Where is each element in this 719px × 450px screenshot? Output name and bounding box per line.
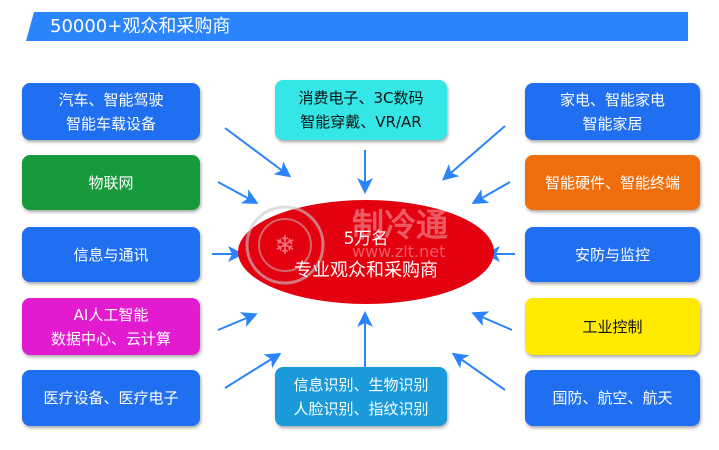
category-label: 安防与监控 — [574, 245, 650, 264]
category-label: 家电、智能家电 智能家居 — [559, 90, 665, 133]
category-label: 医疗设备、医疗电子 — [43, 389, 179, 407]
arrow — [441, 125, 506, 181]
category-label: 国防、航空、航天 — [552, 389, 673, 407]
category-label: 信息识别、生物识别 人脸识别、指纹识别 — [293, 375, 429, 418]
category-label: 汽车、智能驾驶 智能车载设备 — [58, 90, 164, 133]
category-label: 物联网 — [88, 173, 134, 192]
arrow — [217, 312, 258, 331]
header-title: 50000+观众和采购商 — [50, 16, 231, 37]
category-box: 家电、智能家电 智能家居 — [525, 83, 700, 140]
category-box: 信息识别、生物识别 人脸识别、指纹识别 — [275, 367, 447, 426]
category-box: 汽车、智能驾驶 智能车载设备 — [22, 83, 200, 140]
category-box: 工业控制 — [525, 298, 700, 355]
svg-text:❄: ❄ — [274, 231, 296, 261]
arrow — [471, 311, 513, 331]
category-box: 物联网 — [22, 155, 200, 210]
category-box: AI人工智能 数据中心、云计算 — [22, 298, 200, 355]
arrow — [224, 127, 292, 178]
arrow — [471, 181, 511, 204]
category-label: 消费电子、3C数码 智能穿戴、VR/AR — [298, 89, 424, 131]
category-box: 国防、航空、航天 — [525, 370, 700, 426]
section-header: 50000+观众和采购商 — [26, 12, 688, 41]
category-label: 信息与通讯 — [73, 245, 149, 264]
category-box: 智能硬件、智能终端 — [525, 155, 700, 210]
category-box: 信息与通讯 — [22, 227, 200, 282]
arrow — [451, 352, 506, 391]
category-label: AI人工智能 数据中心、云计算 — [50, 305, 171, 348]
category-box: 消费电子、3C数码 智能穿戴、VR/AR — [275, 80, 447, 140]
category-box: 医疗设备、医疗电子 — [22, 370, 200, 426]
arrow — [224, 352, 282, 389]
category-label: 工业控制 — [582, 317, 643, 336]
category-label: 智能硬件、智能终端 — [544, 173, 680, 192]
center-count: 5万名 — [343, 229, 389, 249]
arrow — [217, 181, 259, 204]
center-label: 专业观众和采购商 — [294, 260, 438, 281]
watermark-url: www.zlt.net — [352, 242, 446, 261]
category-box: 安防与监控 — [525, 227, 700, 282]
watermark: 制冷通 — [352, 206, 449, 244]
center-ellipse — [238, 200, 494, 304]
